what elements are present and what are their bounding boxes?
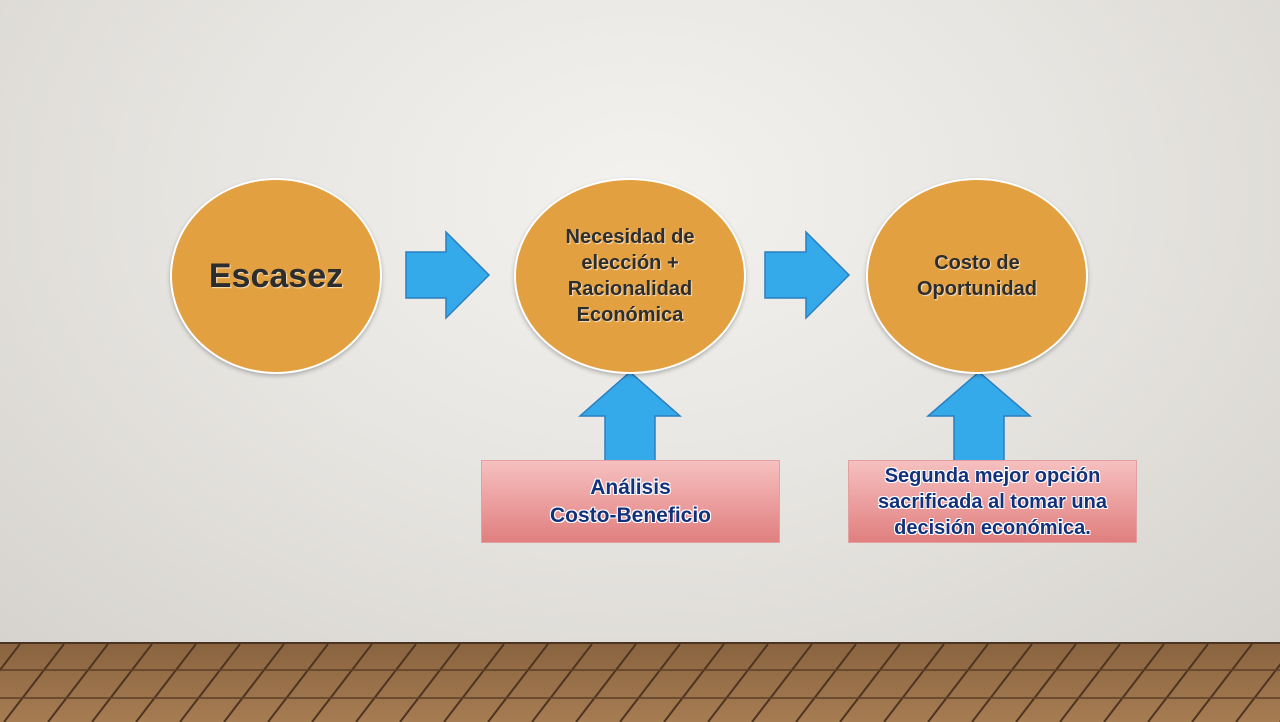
box-segunda-label: Segunda mejor opción sacrificada al toma… [878, 464, 1107, 539]
arrows-layer [405, 230, 1033, 463]
node-escasez: Escasez [170, 178, 382, 374]
node-costo-label: Costo de Oportunidad [917, 252, 1037, 300]
node-necesidad-label: Necesidad de elección + Racionalidad Eco… [565, 226, 695, 326]
arrow-up-1 [578, 371, 682, 463]
box-analisis: Análisis Costo-Beneficio [481, 460, 780, 543]
node-necesidad: Necesidad de elección + Racionalidad Eco… [514, 178, 746, 374]
box-segunda-opcion: Segunda mejor opción sacrificada al toma… [848, 460, 1137, 543]
node-escasez-label: Escasez [208, 256, 344, 295]
box-analisis-label: Análisis Costo-Beneficio [549, 476, 711, 527]
wooden-floor [0, 642, 1280, 722]
node-costo-oportunidad: Costo de Oportunidad [866, 178, 1088, 374]
arrow-up-2 [925, 371, 1033, 463]
arrow-right-2 [764, 230, 851, 320]
arrow-right-1 [405, 230, 491, 320]
